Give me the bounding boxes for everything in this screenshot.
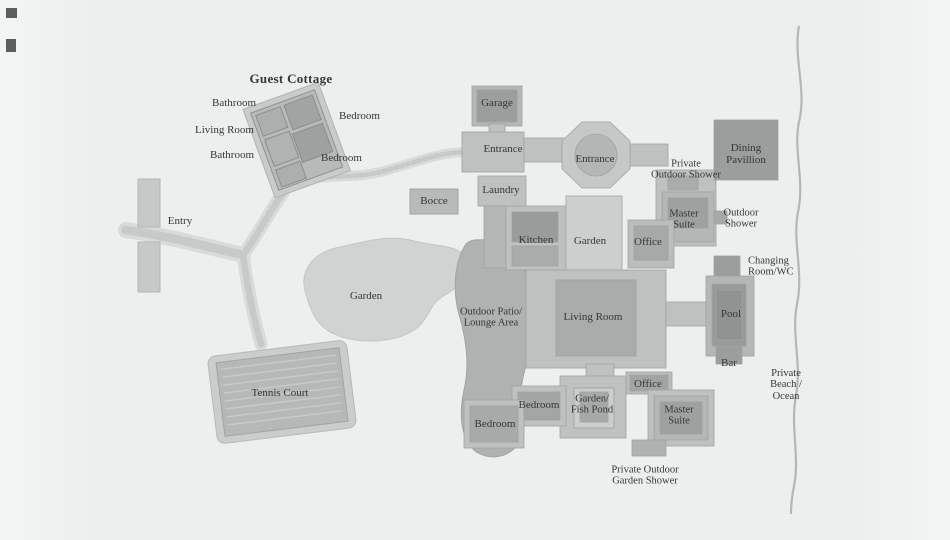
entrance-west-room [461,131,525,173]
outdoor-shower-room [713,210,728,225]
corner-mark-icon [6,8,17,18]
courtyard-garden [565,195,623,275]
garage-room [476,89,518,123]
shoreline [789,25,803,515]
changing-room-wc-room [713,255,741,277]
dining-pavillion-building [713,119,779,181]
guest-cottage [242,81,351,199]
corner-mark-icon [6,39,16,52]
garden-area [303,237,471,342]
tennis-court [207,340,357,444]
bar-room [715,345,743,365]
laundry-room [477,175,527,207]
main-house [461,85,779,457]
cottage-bathroom-bottom-room [275,160,307,188]
cottage-bedroom-bottom-room [291,122,334,163]
cottage-bedroom-top-room [283,94,322,131]
private-outdoor-shower-room [667,175,699,191]
bocce-court [409,188,459,215]
private-outdoor-garden-shower-room [631,439,667,457]
cottage-bathroom-top-room [255,106,289,137]
cottage-living-room-room [264,130,300,167]
entry-gate [137,178,161,293]
